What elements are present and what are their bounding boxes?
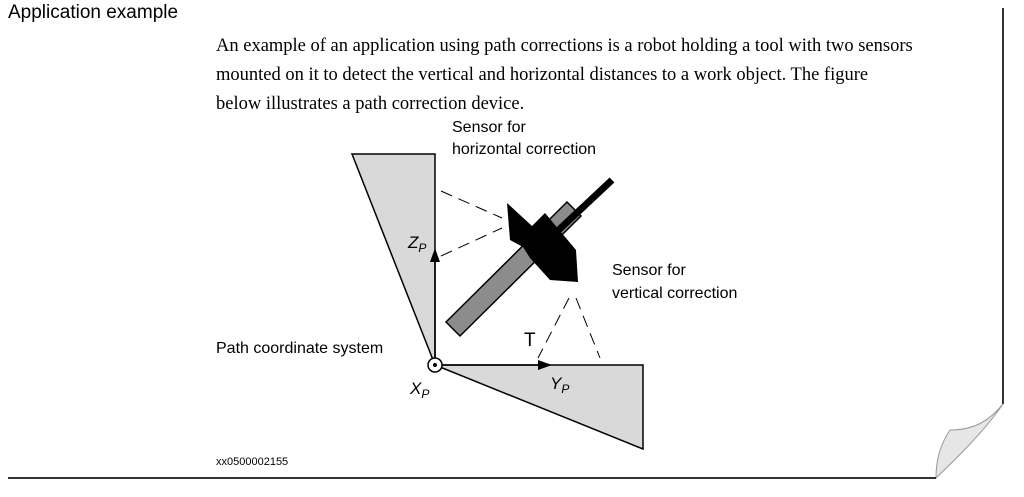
paragraph: An example of an application using path … <box>216 32 996 119</box>
sensor-vertical-label: Sensor for <box>612 262 686 279</box>
vertical-sensor-beam <box>537 297 570 359</box>
sensor-vertical-label: vertical correction <box>612 285 737 302</box>
xp-label: XP <box>409 379 429 401</box>
paragraph-line: below illustrates a path correction devi… <box>216 94 525 114</box>
vertical-work-surface <box>350 153 436 366</box>
paragraph-line: mounted on it to detect the vertical and… <box>216 65 869 85</box>
xp-origin-dot-icon <box>433 363 437 367</box>
yp-label: YP <box>550 374 569 396</box>
horizontal-sensor-beam <box>440 190 503 219</box>
paragraph-line: An example of an application using path … <box>216 36 913 56</box>
horizontal-work-surface <box>434 364 644 451</box>
zp-arrowhead-icon <box>430 248 440 262</box>
path-coordinate-system-label: Path coordinate system <box>216 340 383 357</box>
sensor-horizontal-label: horizontal correction <box>452 141 596 158</box>
vertical-sensor-beam <box>575 297 601 359</box>
yp-arrowhead-icon <box>538 360 552 370</box>
sensor-head-icon <box>507 203 578 282</box>
t-label: T <box>524 330 536 351</box>
horizontal-sensor-beam <box>440 227 503 257</box>
section-heading: Application example <box>8 2 179 23</box>
zp-label: ZP <box>407 233 426 255</box>
figure-id: xx0500002155 <box>216 456 289 468</box>
page-curl-icon <box>935 403 1004 480</box>
sensor-horizontal-label: Sensor for <box>452 119 526 136</box>
